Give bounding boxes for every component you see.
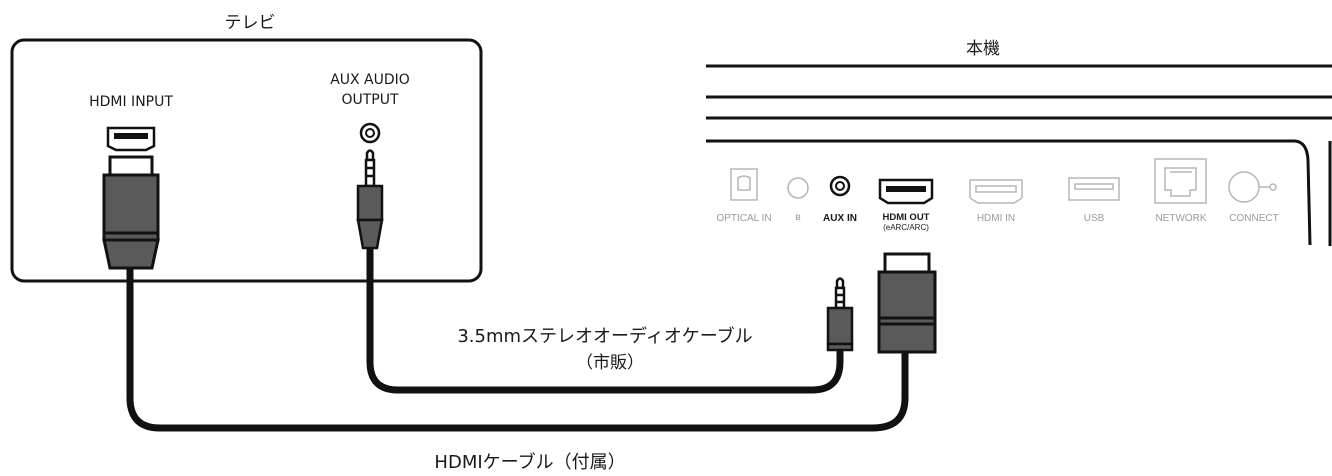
- hdmi-out-label-line2: (eARC/ARC): [883, 223, 929, 232]
- tv-hdmi-port-icon: [106, 126, 156, 152]
- tv-audio-plug: [356, 149, 384, 250]
- audio-cable-label-line1: 3.5mmステレオオーディオケーブル: [457, 326, 753, 347]
- network-port-icon: [1154, 158, 1207, 204]
- usb-port-icon: [1068, 177, 1120, 201]
- tv-panel: [10, 38, 483, 283]
- bluetooth-label: ʙ: [795, 212, 801, 223]
- device-audio-plug: [826, 277, 854, 352]
- hdmi-out-port-icon: [878, 178, 934, 205]
- device-title: 本機: [966, 39, 1000, 59]
- tv-hdmi-plug: [102, 155, 160, 270]
- bluetooth-button-icon: [787, 177, 809, 199]
- optical-in-label: OPTICAL IN: [716, 213, 772, 224]
- hdmi-in-label: HDMI IN: [976, 213, 1016, 224]
- network-label: NETWORK: [1155, 213, 1207, 224]
- usb-label: USB: [1083, 213, 1105, 224]
- hdmi-in-port-icon: [969, 179, 1023, 204]
- aux-in-label: AUX IN: [823, 213, 857, 224]
- optical-in-port-icon: [730, 168, 758, 201]
- hdmi-cable: [126, 268, 909, 432]
- connect-button-icon: [1228, 171, 1277, 203]
- audio-cable-label-line2: （市販）: [576, 353, 644, 373]
- aux-in-port-icon: [829, 175, 851, 197]
- device-body: [706, 64, 1332, 246]
- device-hdmi-plug: [877, 252, 937, 354]
- hdmi-out-label-line1: HDMI OUT: [882, 212, 930, 223]
- connect-label: CONNECT: [1229, 213, 1279, 224]
- tv-aux-port-icon: [359, 122, 381, 144]
- tv-hdmi-input-label: HDMI INPUT: [89, 94, 173, 110]
- audio-cable: [366, 248, 844, 394]
- hdmi-cable-label: HDMIケーブル（付属）: [434, 452, 626, 473]
- tv-aux-output-label-line1: AUX AUDIO: [330, 72, 410, 88]
- tv-aux-output-label-line2: OUTPUT: [341, 92, 399, 108]
- tv-title: テレビ: [224, 13, 276, 33]
